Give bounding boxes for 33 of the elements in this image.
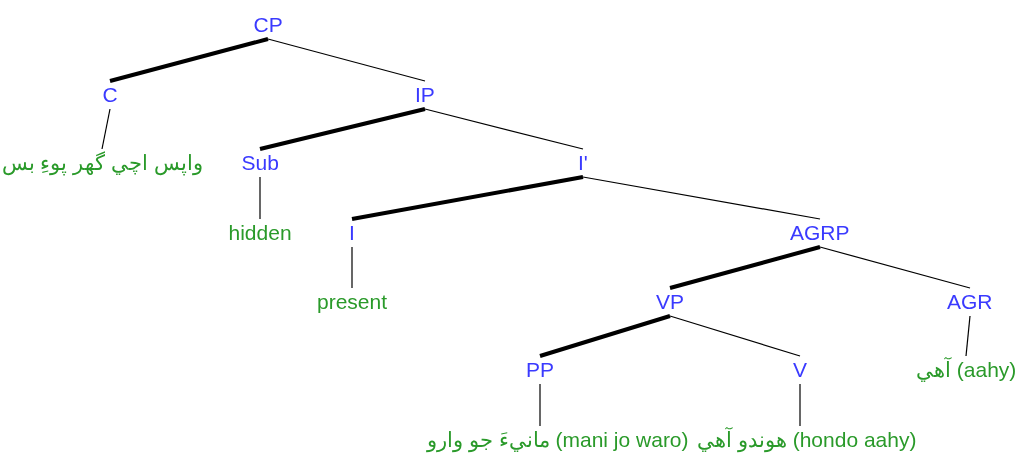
category-label: IP — [414, 82, 436, 108]
category-label: AGRP — [789, 220, 851, 246]
tree-branch — [101, 108, 111, 150]
word-label: present — [316, 289, 389, 315]
category-label: I — [348, 220, 356, 246]
tree-branch — [259, 176, 261, 220]
word-label: هوندو آهي (hondo aahy) — [696, 427, 918, 453]
word-label: آهي (aahy) — [915, 357, 1018, 383]
tree-branch — [424, 108, 584, 150]
tree-branch — [582, 176, 821, 220]
tree-branch — [351, 246, 353, 289]
category-label: V — [792, 357, 808, 383]
tree-branch — [259, 107, 426, 151]
tree-branch — [799, 383, 801, 427]
category-label: AGR — [946, 289, 994, 315]
category-label: CP — [252, 12, 284, 38]
tree-branch — [669, 315, 801, 357]
category-label: I' — [577, 150, 589, 176]
category-label: C — [101, 82, 119, 108]
tree-branch — [351, 175, 584, 221]
category-label: VP — [655, 289, 685, 315]
tree-branch — [819, 246, 971, 289]
tree-branch — [539, 314, 671, 358]
tree-branch — [109, 37, 269, 83]
tree-branch — [669, 245, 821, 290]
category-label: Sub — [240, 150, 280, 176]
word-label: مانيءَ جو وارو (mani jo waro) — [426, 427, 690, 453]
tree-branch — [539, 383, 541, 427]
word-label: hidden — [227, 220, 293, 246]
tree-branch — [267, 38, 426, 82]
category-label: PP — [525, 357, 555, 383]
word-label: واپس اچي گهر پوءِ بس — [0, 150, 204, 176]
tree-branch — [965, 315, 971, 357]
